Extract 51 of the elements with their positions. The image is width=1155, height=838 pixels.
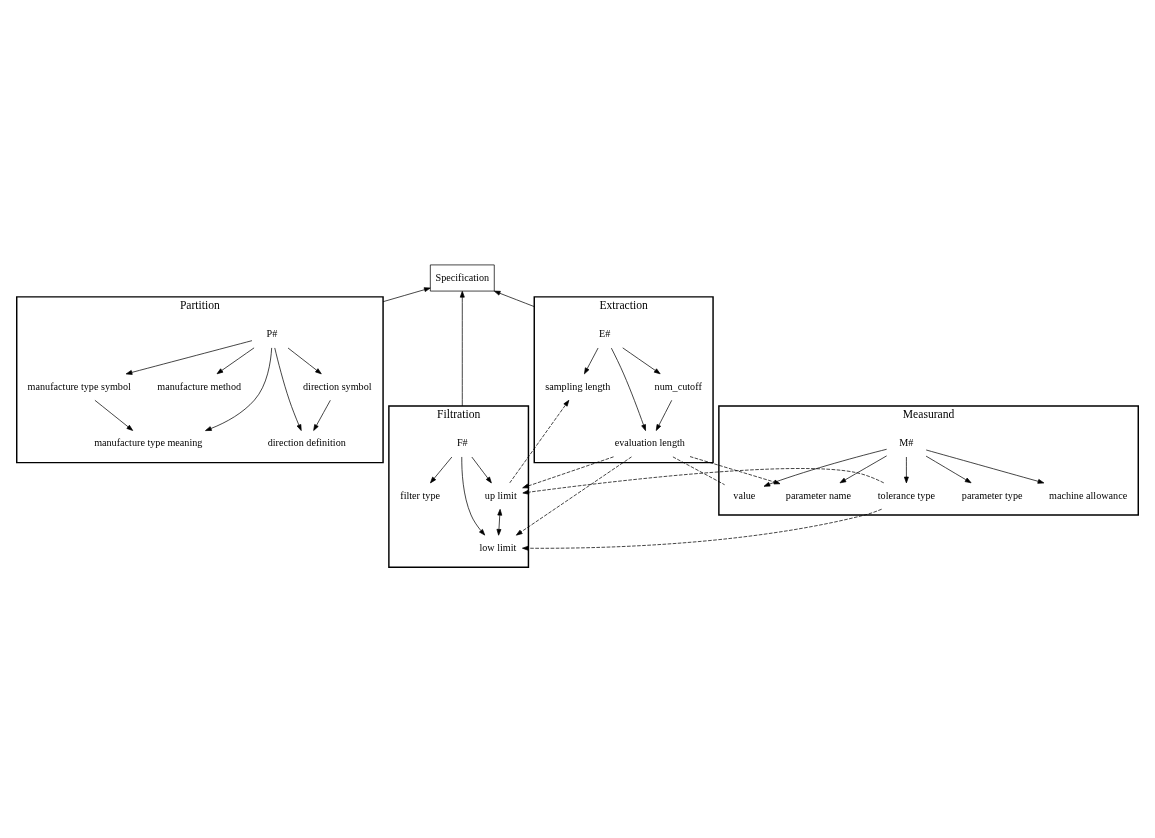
arrow	[382, 287, 431, 303]
arrow	[763, 448, 887, 487]
node-text: evaluation length	[614, 437, 685, 449]
node-text: num_cutoff	[654, 380, 702, 392]
node-text: parameter type	[961, 489, 1023, 501]
node-text: manufacture method	[157, 380, 242, 392]
node-text: F#	[456, 437, 468, 449]
node-text: direction definition	[267, 437, 346, 449]
node-text: value	[733, 489, 756, 501]
connector	[672, 456, 725, 486]
arrow	[925, 455, 972, 484]
arrow	[471, 456, 492, 484]
arrow	[611, 347, 646, 431]
node-text: manufacture type meaning	[94, 437, 203, 449]
arrow	[584, 347, 599, 375]
arrow	[496, 509, 503, 536]
arrow	[313, 399, 331, 431]
arrow	[459, 290, 465, 407]
node-text: up limit	[484, 489, 517, 501]
arrow	[274, 347, 302, 431]
node-text: sampling length	[545, 380, 611, 392]
arrow	[287, 347, 322, 375]
node-text: direction symbol	[303, 380, 372, 392]
node-text: machine allowance	[1049, 489, 1128, 501]
arrow	[216, 347, 255, 375]
node-box: Specification	[429, 264, 495, 292]
node-text: manufacture type symbol	[27, 380, 131, 392]
node-text: P#	[266, 328, 278, 340]
arrow	[125, 340, 253, 375]
arrow	[655, 399, 673, 431]
arrow	[904, 456, 909, 484]
arrow	[94, 399, 134, 431]
arrow	[522, 468, 885, 495]
arrow	[522, 508, 883, 551]
node-text: M#	[899, 437, 914, 449]
arrow	[622, 347, 661, 375]
arrow	[493, 290, 535, 307]
arrow	[461, 456, 486, 536]
arrow	[925, 449, 1045, 484]
node-text: parameter name	[785, 489, 852, 501]
arrow	[839, 455, 888, 484]
arrow	[205, 347, 273, 431]
node-text: low limit	[479, 542, 517, 554]
arrow	[689, 456, 781, 485]
arrow	[515, 456, 632, 536]
arrow	[522, 456, 614, 489]
node-text: filter type	[400, 489, 441, 501]
node-text: tolerance type	[877, 489, 936, 501]
arrow	[509, 399, 570, 484]
node-text: E#	[599, 328, 611, 340]
arrow	[430, 456, 453, 484]
